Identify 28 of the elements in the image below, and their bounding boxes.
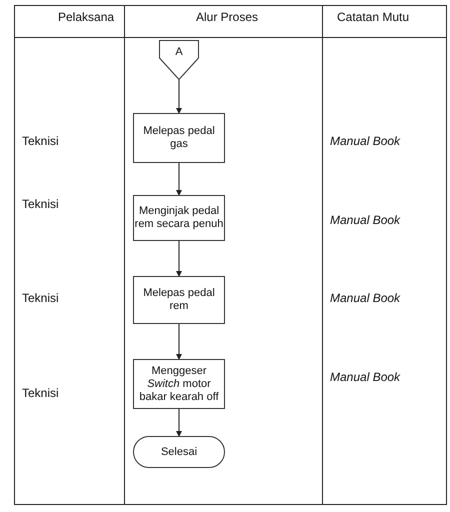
actor-name: Teknisi [22,386,59,400]
step-text: Melepas pedal gas [142,125,216,151]
record-name: Manual Book [330,291,400,305]
record-name: Manual Book [330,370,400,384]
step-text: Selesai [160,446,198,458]
process-box [133,276,225,324]
process-box [133,359,225,409]
arrow [176,408,182,437]
process-box [133,195,225,241]
arrow [176,240,182,277]
step-text: Melepas pedal rem [142,287,216,313]
offpage-connector [159,40,199,80]
column-header: Catatan Mutu [337,10,410,24]
process-box [133,113,225,163]
actor-name: Teknisi [22,197,59,211]
column-header: Pelaksana [58,10,114,24]
step-text: A [175,46,183,59]
record-name: Manual Book [330,213,400,227]
actor-name: Teknisi [22,134,59,148]
actor-name: Teknisi [22,291,59,305]
terminator [133,436,225,468]
arrow [176,162,182,196]
step-text: Menggeser Switch motor bakar kearah off [138,364,220,404]
column-header: Alur Proses [196,10,258,24]
arrow [176,80,182,114]
step-text: Menginjak pedal rem secara penuh [134,205,224,231]
arrow [176,324,182,360]
record-name: Manual Book [330,134,400,148]
